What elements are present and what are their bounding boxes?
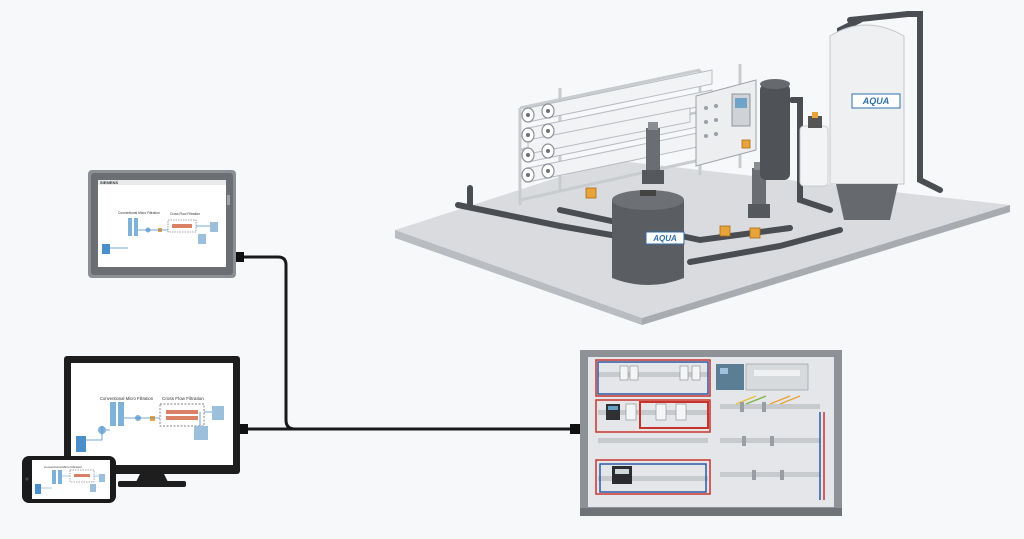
pump-left bbox=[642, 122, 664, 184]
hmi-brand-label: SIEMENS bbox=[100, 180, 118, 185]
phone-camera bbox=[25, 477, 29, 481]
valves bbox=[585, 139, 761, 239]
hmi-screen-title-left: Conventional Micro Filtration bbox=[118, 211, 160, 215]
cabinet-modules bbox=[606, 363, 809, 484]
monitor-stand-neck bbox=[136, 474, 168, 482]
desktop-monitor[interactable]: Conventional Micro Filtration Cross Flow… bbox=[64, 356, 240, 487]
control-cabinet[interactable] bbox=[580, 350, 842, 516]
large-tank-logo: AQUA bbox=[862, 96, 890, 106]
platform-front bbox=[395, 230, 642, 325]
skid-control-panel bbox=[695, 79, 757, 167]
phone-screen-title: Conventional Micro Filtration bbox=[44, 465, 82, 469]
monitor-title-right: Cross Flow Filtration bbox=[162, 396, 204, 401]
smartphone[interactable]: Conventional Micro Filtration bbox=[22, 456, 116, 503]
hmi-panel[interactable]: SIEMENS Conventional Micro Filtration Cr… bbox=[88, 170, 236, 278]
monitor-stand-base bbox=[118, 481, 186, 487]
storage-tank-dark: AQUA bbox=[612, 190, 685, 285]
connector-cabinet bbox=[570, 424, 580, 434]
chemical-dosing-tank bbox=[799, 112, 829, 187]
connector-monitor bbox=[238, 424, 248, 434]
storage-tank-large: AQUA bbox=[829, 24, 905, 220]
connector-hmi bbox=[234, 252, 244, 262]
terminal-wiring bbox=[735, 395, 801, 405]
platform-side bbox=[642, 205, 1010, 325]
hmi-screen-title-right: Cross Flow Filtration bbox=[170, 212, 200, 216]
monitor-title-left: Conventional Micro Filtration bbox=[100, 396, 154, 401]
dark-tank-logo: AQUA bbox=[652, 234, 677, 243]
hmi-side-button[interactable] bbox=[227, 195, 230, 205]
terminal-blocks bbox=[740, 402, 784, 480]
network-cables bbox=[236, 255, 575, 431]
monitor-process-graphic bbox=[76, 402, 224, 452]
reverse-osmosis-plant: AQUA AQUA bbox=[395, 11, 1010, 325]
cartridge-filter-housing bbox=[760, 79, 790, 180]
hmi-process-graphic bbox=[102, 218, 218, 254]
cabinet-wiring bbox=[595, 359, 825, 500]
phone-process-graphic bbox=[35, 469, 105, 494]
